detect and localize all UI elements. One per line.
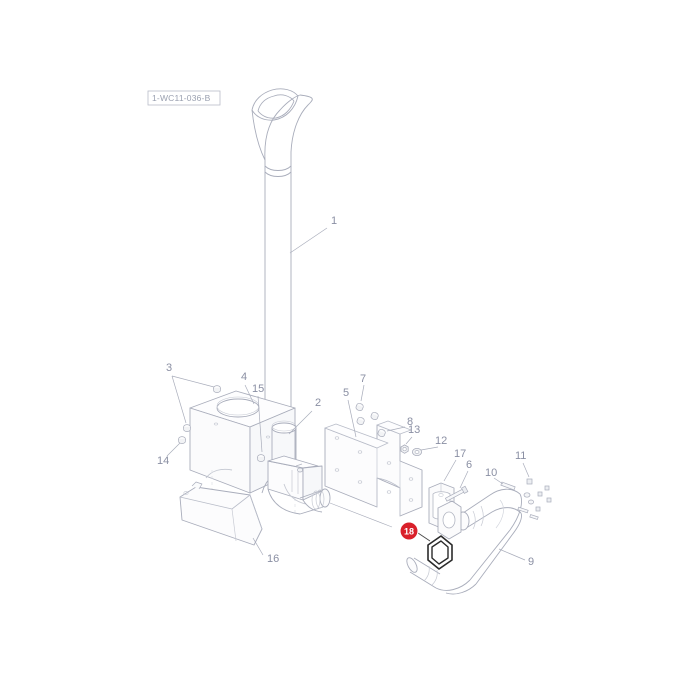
callout-label-7: 7	[360, 373, 366, 385]
part-bolt-shield-lower	[166, 436, 186, 457]
part-mounting-bracket	[324, 420, 423, 517]
callout-leader-1	[289, 227, 328, 254]
callout-leader-16	[252, 537, 264, 556]
part-bolt-bracket-upper	[354, 384, 380, 426]
callout-label-6: 6	[466, 459, 472, 471]
part-bolt-bracket-lower	[376, 426, 406, 438]
callout-label-9: 9	[528, 556, 534, 568]
part-bolt-shield-rear	[257, 395, 265, 462]
callout-label-16: 16	[267, 553, 279, 565]
callout-label-13: 13	[408, 424, 420, 436]
drawing-code-label: 1-WC11-036-B	[152, 93, 211, 103]
callout-label-3: 3	[166, 362, 172, 374]
callout-label-17: 17	[454, 448, 466, 460]
drawing-code-box: 1-WC11-036-B	[147, 90, 221, 106]
highlight-badge-18[interactable]: 18	[399, 521, 419, 541]
callout-leader-2	[288, 410, 313, 435]
callout-label-2: 2	[315, 397, 321, 409]
callout-leader-9	[498, 548, 526, 561]
highlight-badge-label: 18	[404, 527, 414, 537]
callout-label-5: 5	[343, 387, 349, 399]
callout-leader-18	[417, 532, 431, 542]
part-exhaust-stack-pipe	[251, 88, 313, 450]
part-exhaust-pipe-assembly	[406, 488, 522, 595]
callout-leader-5	[347, 399, 357, 438]
part-exhaust-flange-gasket	[427, 535, 453, 570]
callout-label-14: 14	[157, 455, 169, 467]
callout-label-11: 11	[515, 450, 526, 462]
part-stud-fastener	[493, 477, 516, 491]
part-lower-heat-shield	[179, 481, 263, 546]
callout-label-1: 1	[331, 215, 337, 227]
part-clamp-bolt	[444, 470, 469, 502]
callout-label-12: 12	[435, 435, 447, 447]
callout-label-15: 15	[252, 383, 264, 395]
part-bolt-shield-upper	[171, 375, 221, 432]
callout-label-4: 4	[241, 371, 247, 383]
part-muffler-silencer	[267, 420, 331, 515]
part-nut	[400, 436, 413, 454]
callout-label-8: 8	[407, 416, 413, 428]
part-washer	[411, 446, 439, 456]
callout-leader-4	[244, 384, 255, 405]
part-fastener-kit	[517, 462, 552, 520]
callout-label-10: 10	[485, 467, 497, 479]
